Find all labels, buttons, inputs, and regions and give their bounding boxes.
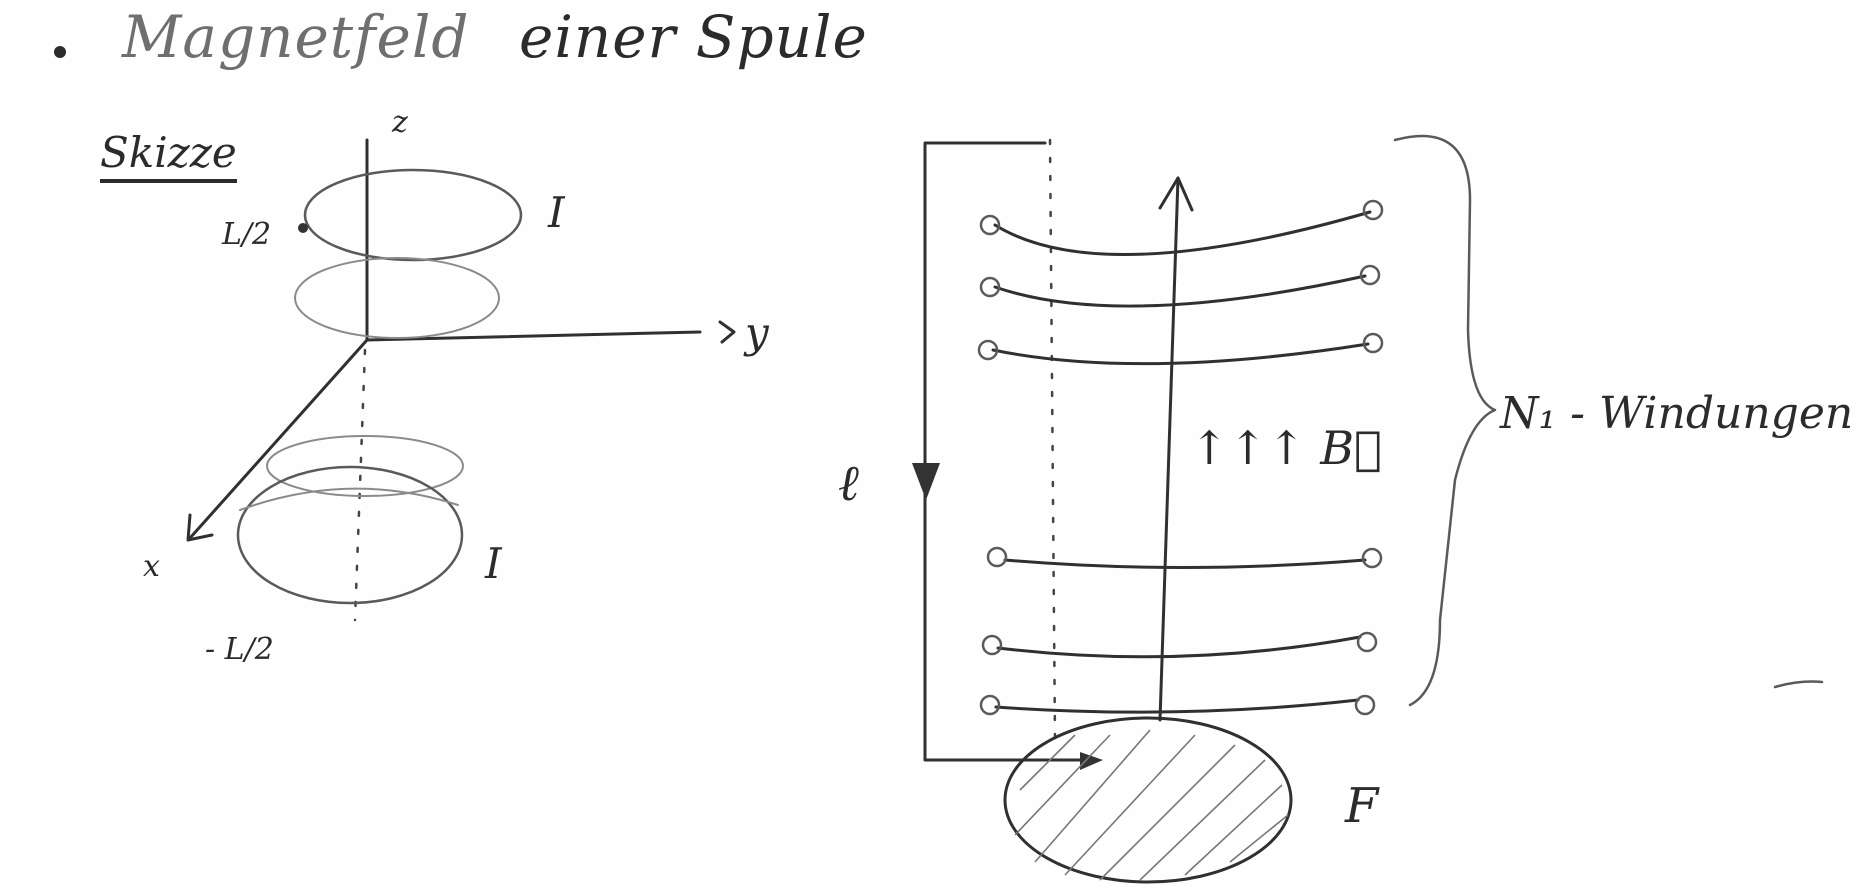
winding-2-left-terminal bbox=[979, 276, 1001, 298]
y-axis-arrow bbox=[718, 320, 736, 344]
top-position-label: L/2 bbox=[222, 217, 272, 252]
z-axis-dotted bbox=[353, 348, 367, 622]
bottom-current-label: I bbox=[485, 539, 502, 588]
windings bbox=[977, 199, 1384, 716]
title-word-2: einer Spule bbox=[519, 3, 868, 71]
x-axis-arrow bbox=[186, 513, 214, 542]
sketch-heading-text: Skizze bbox=[100, 128, 237, 183]
z-axis-label: z bbox=[392, 105, 408, 140]
length-label: ℓ bbox=[838, 454, 859, 512]
winding-1 bbox=[993, 210, 1372, 257]
integration-path bbox=[923, 141, 1097, 762]
hatch-line bbox=[1019, 734, 1076, 791]
field-line-arrow bbox=[1158, 176, 1194, 212]
cross-section-area bbox=[1003, 716, 1293, 884]
hatch-line bbox=[1099, 744, 1236, 881]
field-label: ↑↑↑ B⃗ bbox=[1190, 421, 1382, 475]
bottom-loop-inner bbox=[239, 487, 459, 511]
winding-4-right-terminal bbox=[1361, 547, 1383, 569]
hatch-line bbox=[1139, 759, 1266, 881]
winding-6-right-terminal bbox=[1354, 694, 1376, 716]
sketch-heading: Skizze bbox=[100, 128, 237, 183]
path-bottom-arrow bbox=[1080, 752, 1103, 770]
stray-stroke bbox=[1773, 680, 1824, 689]
winding-1-right-terminal bbox=[1362, 199, 1384, 221]
winding-3-right-terminal bbox=[1362, 332, 1384, 354]
top-current-label: I bbox=[548, 188, 565, 237]
hatch-line bbox=[1184, 784, 1283, 876]
winding-6-left-terminal bbox=[979, 694, 1001, 716]
top-loop-marker bbox=[298, 223, 308, 233]
hatch-line bbox=[1064, 734, 1196, 876]
x-axis-label: x bbox=[143, 549, 160, 584]
area-hatching bbox=[1014, 729, 1289, 881]
winding-5-right-terminal bbox=[1356, 631, 1378, 653]
winding-5 bbox=[996, 635, 1362, 659]
top-loop-upper bbox=[303, 168, 523, 262]
area-label: F bbox=[1345, 778, 1379, 834]
y-axis-label: y bbox=[745, 308, 769, 357]
winding-6 bbox=[994, 698, 1360, 714]
hatch-line bbox=[1034, 729, 1151, 863]
winding-4-left-terminal bbox=[986, 546, 1008, 568]
bottom-loop-front bbox=[236, 465, 464, 605]
winding-5-left-terminal bbox=[981, 634, 1003, 656]
title-word-1: Magnetfeld bbox=[122, 3, 470, 71]
integration-path-dashed bbox=[1048, 138, 1057, 742]
hatch-line bbox=[1014, 734, 1111, 836]
windings-label: N₁ - Windungen bbox=[1500, 388, 1853, 439]
winding-4 bbox=[1003, 558, 1367, 569]
title: Magnetfeld einer Spule bbox=[122, 8, 868, 66]
hatch-line bbox=[1229, 814, 1289, 863]
winding-3 bbox=[991, 342, 1370, 366]
winding-1-left-terminal bbox=[979, 214, 1001, 236]
x-axis bbox=[188, 338, 369, 540]
right-sketch bbox=[912, 134, 1497, 884]
winding-3-left-terminal bbox=[977, 339, 999, 361]
path-direction-arrow bbox=[912, 463, 940, 500]
y-axis bbox=[365, 330, 702, 342]
bottom-loop-back bbox=[266, 435, 464, 497]
windings-brace bbox=[1393, 134, 1497, 707]
bullet-dot bbox=[54, 46, 66, 58]
left-sketch bbox=[186, 138, 736, 622]
field-line bbox=[1158, 176, 1180, 722]
winding-2-right-terminal bbox=[1359, 264, 1381, 286]
bottom-position-label: - L/2 bbox=[205, 632, 274, 667]
top-loop-lower bbox=[294, 257, 500, 339]
winding-2 bbox=[993, 274, 1367, 308]
